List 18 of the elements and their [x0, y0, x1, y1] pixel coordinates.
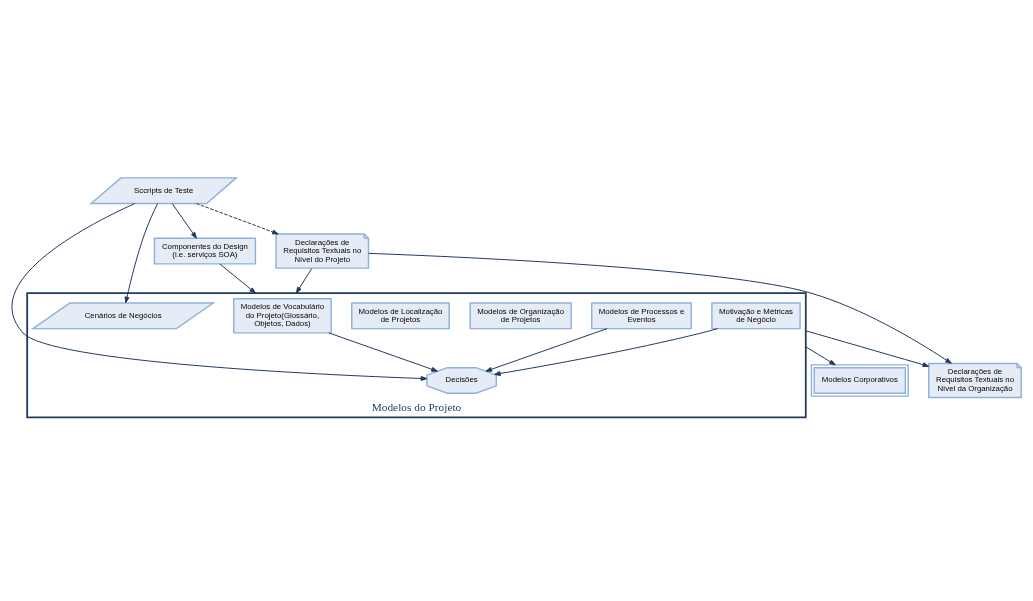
node-box: Modelos de Processos e Eventos [591, 302, 692, 330]
node-box: Modelos de Organização de Projetos [469, 302, 572, 330]
arrow [295, 267, 313, 294]
arrow [368, 252, 952, 364]
arrow [805, 330, 930, 368]
arrow [485, 328, 608, 372]
arrow [805, 346, 836, 366]
arrow [11, 203, 428, 381]
node-box: Componentes do Design (i.e. serviços SOA) [153, 237, 257, 265]
node-box: Modelos de Vocabulário do Projeto(Glossário, Objetos, Dados) [233, 298, 332, 334]
arrow [171, 203, 197, 239]
node-box: Modelos de Localização de Projetos [351, 302, 450, 330]
arrow [195, 203, 279, 235]
arrow [124, 202, 159, 304]
arrow [494, 328, 719, 376]
arrow [219, 263, 256, 294]
arrow [328, 332, 438, 372]
node-box: Motivação e Métricas de Negócio [711, 302, 801, 330]
